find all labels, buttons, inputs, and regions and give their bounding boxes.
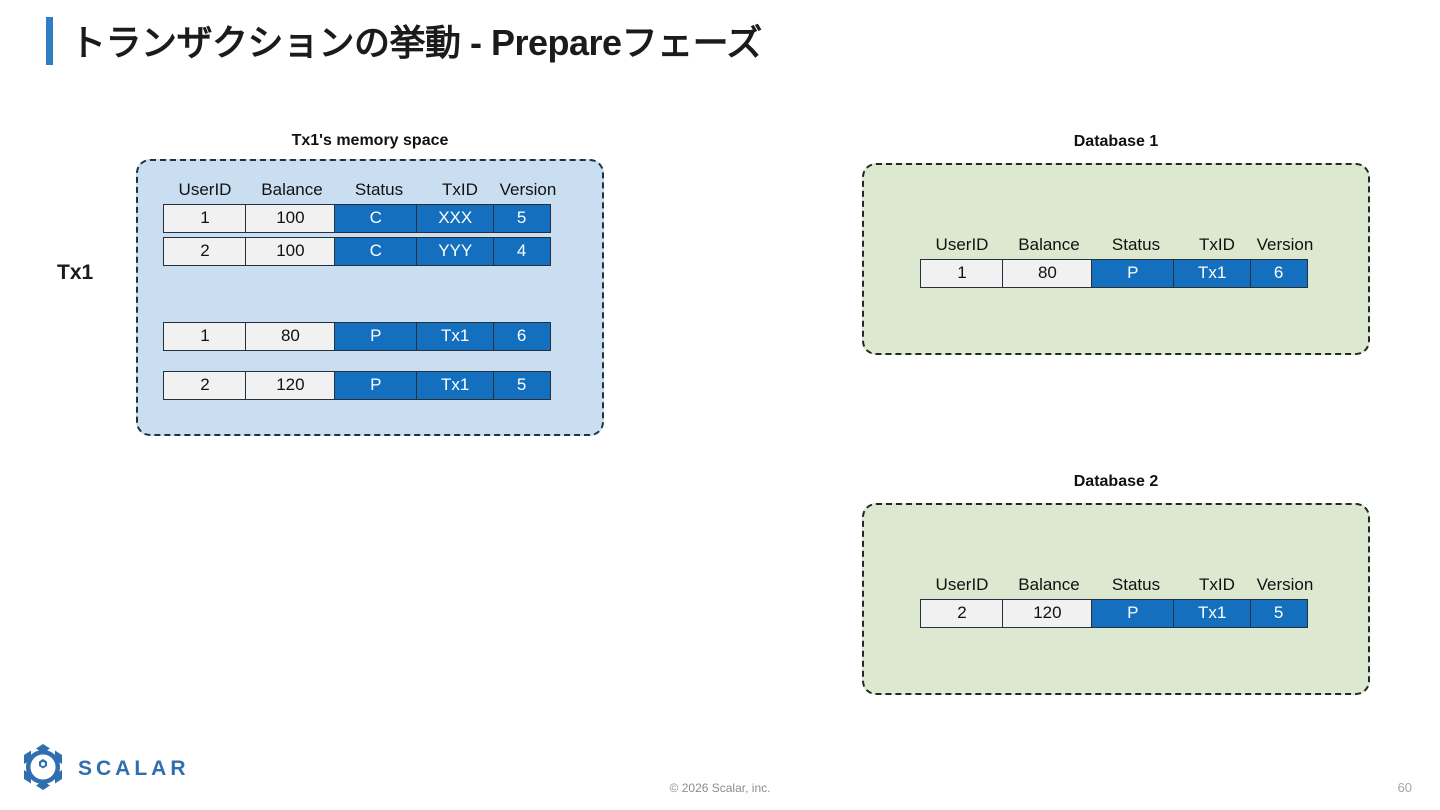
cell-status: C (333, 237, 418, 266)
column-header-version: Version (1256, 235, 1314, 254)
cell-status: P (1090, 259, 1175, 288)
table-row: 1 100 C XXX 5 (163, 204, 557, 233)
cell-txid: Tx1 (1173, 259, 1252, 288)
column-header-userid: UserID (935, 235, 989, 254)
cell-userid: 1 (163, 204, 247, 233)
row-group-spacer (163, 266, 557, 318)
cell-balance: 120 (1002, 599, 1093, 628)
database-1-record-table: UserID Balance Status TxID Version 1 80 … (920, 231, 1314, 288)
cell-txid: Tx1 (1173, 599, 1252, 628)
table-row: 2 120 P Tx1 5 (920, 599, 1314, 628)
memory-space-caption: Tx1's memory space (291, 132, 449, 149)
database-1-caption: Database 1 (1073, 133, 1159, 150)
cell-version: 6 (1249, 259, 1308, 288)
table-header-row: UserID Balance Status TxID Version (920, 231, 1314, 255)
column-header-version: Version (1256, 575, 1314, 594)
cell-version: 5 (1249, 599, 1308, 628)
cell-balance: 80 (1002, 259, 1093, 288)
cell-version: 6 (492, 322, 551, 351)
transaction-label: Tx1 (57, 261, 94, 284)
cell-userid: 2 (163, 237, 247, 266)
cell-userid: 1 (163, 322, 247, 351)
page-title: トランザクションの挙動 - Prepareフェーズ (70, 22, 762, 63)
cell-txid: Tx1 (416, 322, 495, 351)
scalar-logo-icon (24, 744, 62, 790)
copyright-text: © 2026 Scalar, inc. (669, 781, 771, 795)
cell-userid: 2 (920, 599, 1004, 628)
column-header-balance: Balance (1018, 575, 1080, 594)
cell-status: P (333, 322, 418, 351)
table-row: 1 80 P Tx1 6 (163, 322, 557, 351)
cell-status: C (333, 204, 418, 233)
column-header-version: Version (499, 180, 557, 199)
table-row: 1 80 P Tx1 6 (920, 259, 1314, 288)
cell-txid: Tx1 (416, 371, 495, 400)
cell-version: 5 (492, 204, 551, 233)
column-header-status: Status (1111, 235, 1161, 254)
page-number: 60 (1397, 780, 1412, 795)
database-2-record-table: UserID Balance Status TxID Version 2 120… (920, 571, 1314, 628)
cell-version: 5 (492, 371, 551, 400)
cell-version: 4 (492, 237, 551, 266)
database-2-caption: Database 2 (1073, 473, 1159, 490)
column-header-status: Status (1111, 575, 1161, 594)
scalar-wordmark: SCALAR (78, 757, 190, 780)
column-header-txid: TxID (1199, 575, 1235, 594)
table-row: 2 120 P Tx1 5 (163, 371, 557, 400)
cell-balance: 100 (245, 237, 336, 266)
column-header-txid: TxID (1199, 235, 1235, 254)
cell-txid: YYY (416, 237, 495, 266)
column-header-userid: UserID (178, 180, 232, 199)
column-header-userid: UserID (935, 575, 989, 594)
memory-record-table: UserID Balance Status TxID Version 1 100… (163, 176, 557, 400)
cell-txid: XXX (416, 204, 495, 233)
column-header-txid: TxID (442, 180, 478, 199)
table-header-row: UserID Balance Status TxID Version (920, 571, 1314, 595)
cell-status: P (1090, 599, 1175, 628)
table-row: 2 100 C YYY 4 (163, 237, 557, 266)
cell-balance: 80 (245, 322, 336, 351)
table-header-row: UserID Balance Status TxID Version (163, 176, 557, 200)
cell-balance: 100 (245, 204, 336, 233)
column-header-balance: Balance (1018, 235, 1080, 254)
column-header-balance: Balance (261, 180, 323, 199)
cell-userid: 1 (920, 259, 1004, 288)
title-accent-bar (46, 17, 53, 65)
cell-userid: 2 (163, 371, 247, 400)
cell-status: P (333, 371, 418, 400)
column-header-status: Status (354, 180, 404, 199)
cell-balance: 120 (245, 371, 336, 400)
